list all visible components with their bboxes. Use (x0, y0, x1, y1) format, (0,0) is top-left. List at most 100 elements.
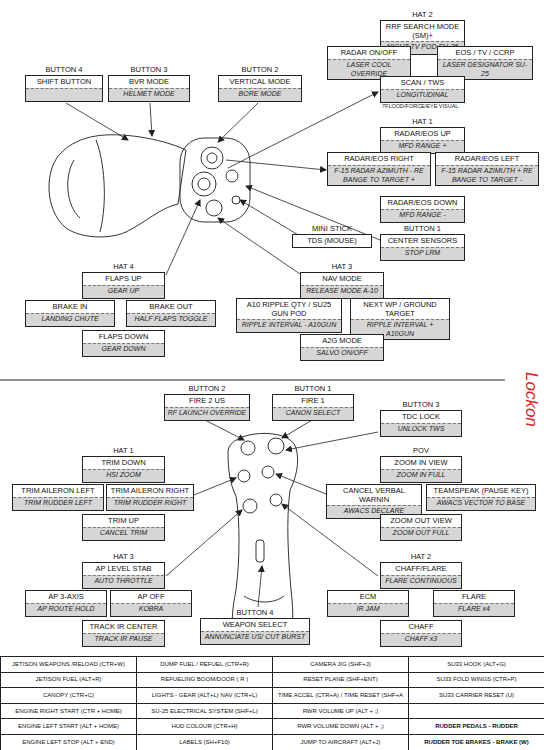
function-box: CHAFF/FLAREFLARE CONTINUOUS (380, 562, 462, 589)
button-label: BUTTON 4 (200, 608, 310, 618)
shift-function: GEAR DOWN (83, 343, 164, 356)
leader-line (66, 103, 128, 140)
control-mapping: BUTTON 4WEAPON SELECTANNUNCIATE US/ CUT … (200, 608, 310, 645)
hat-switch (238, 470, 250, 482)
shortcut-cell: JETISON WEAPONS /RELOAD (CTR+W) (0, 656, 137, 673)
shift-function-empty (26, 88, 102, 101)
trigger (256, 540, 264, 562)
stick-button (268, 438, 284, 454)
function-box: TRIM AILERON LEFTTRIM RUDDER LEFT (12, 484, 104, 511)
control-mapping: TRIM AILERON LEFTTRIM RUDDER LEFT (12, 484, 104, 511)
shortcut-cell (408, 703, 544, 720)
control-mapping: TRACK IR CENTERTRACK IR PAUSE (82, 620, 165, 647)
shortcut-cell: REFUELING BOOM/DOOR ( R ) (136, 672, 273, 689)
button-label: POV (380, 446, 462, 456)
shortcut-text: ENGINE LEFT STOP (ALT + END) (22, 739, 115, 746)
throttle-drawing (49, 135, 250, 237)
control-mapping: TRIM UPCANCEL TRIM (82, 514, 165, 541)
function-box: AP 3-AXISAP ROUTE HOLD (25, 590, 107, 617)
primary-function: RADAR/EOS UP (381, 128, 464, 140)
function-box: BRAKE INLANDING CHUTE (25, 300, 115, 327)
function-box: TDS (MOUSE) (292, 234, 372, 248)
primary-function: TDC LOCK (381, 411, 461, 423)
control-mapping: BUTTON 4SHIFT BUTTON (25, 65, 103, 102)
primary-function: RRF SEARCH MODE (SM)+ (381, 21, 464, 41)
primary-function: FIRE 2 US (165, 395, 249, 407)
shift-function: LANDING CHUTE (26, 313, 114, 326)
shift-function: TRIM RUDDER RIGHT (107, 497, 193, 510)
function-box: TRIM AILERON RIGHTTRIM RUDDER RIGHT (106, 484, 194, 511)
shortcut-text: RWR VOLUME UP (ALT + ;) (303, 708, 379, 715)
shift-function: HELMET MODE (109, 88, 189, 101)
hat-switch (262, 466, 274, 478)
control-mapping: BUTTON 1FIRE 1CANON SELECT (272, 384, 354, 421)
control-mapping: HAT 1TRIM DOWNHSI ZOOM (82, 446, 165, 483)
shortcut-text: CAMERA JIG (SHF+J) (310, 661, 371, 668)
shortcut-cell: DUMP FUEL / REFUEL (CTR+R) (136, 656, 273, 673)
control-mapping: A2G MODESALVO ON/OFF (300, 334, 384, 361)
function-box: RADAR ON/OFFLASER COOL OVERRIDE (327, 46, 411, 80)
shift-function: RF LAUNCH OVERRIDE (165, 407, 249, 420)
section-divider (0, 380, 505, 381)
function-box: TEAMSPEAK (PAUSE KEY)AWACS VECTOR TO BAS… (426, 484, 536, 511)
button-label: HAT 2 (380, 552, 462, 562)
shortcut-cell: ENGINE RIGHT START (CTR + HOME) (0, 703, 137, 720)
button-label: BUTTON 2 (164, 384, 250, 394)
shortcut-cell: LABELS (SH+F10) (136, 734, 273, 750)
shortcut-cell: RUDDER TOE BRAKES - BRAKE (W) (408, 734, 544, 750)
button-label: HAT 4 (82, 262, 165, 272)
function-box: ZOOM OUT VIEWZOOM OUT FULL (380, 514, 462, 541)
control-mapping: MINI STICKTDS (MOUSE) (292, 224, 372, 248)
primary-function: AP LEVEL STAB (83, 563, 164, 575)
hat-switch (207, 153, 217, 163)
primary-function: FLAPS DOWN (83, 331, 164, 343)
shift-function: HSI ZOOM (83, 469, 164, 482)
leader-line (218, 218, 300, 274)
leader-line (150, 103, 152, 136)
control-mapping: BRAKE OUTHALF FLAPS TOGGLE (126, 300, 216, 327)
control-mapping: AP OFFKOBRA (110, 590, 192, 617)
control-mapping: FLAPS DOWNGEAR DOWN (82, 330, 165, 357)
primary-function: ZOOM OUT VIEW (381, 515, 461, 527)
primary-function: TEAMSPEAK (PAUSE KEY) (427, 485, 535, 497)
primary-function: CENTER SENSORS (381, 235, 464, 247)
button-label: BUTTON 2 (218, 65, 302, 75)
shortcut-text: LABELS (SH+F10) (179, 739, 230, 746)
primary-function: SHIFT BUTTON (26, 76, 102, 88)
primary-function: TRACK IR CENTER (83, 621, 164, 633)
leader-line (205, 420, 244, 440)
leader-line (194, 478, 236, 495)
function-box: BVR MODEHELMET MODE (108, 75, 190, 102)
shift-function: TRIM RUDDER LEFT (13, 497, 103, 510)
leader-line (258, 566, 262, 607)
control-mapping: ZOOM OUT VIEWZOOM OUT FULL (380, 514, 462, 541)
function-box: FIRE 2 USRF LAUNCH OVERRIDE (164, 394, 250, 421)
stick-button (241, 441, 255, 455)
function-box: AP OFFKOBRA (110, 590, 192, 617)
hat-switch (198, 178, 210, 190)
shift-function: IR JAM (328, 603, 408, 616)
function-box: A2G MODESALVO ON/OFF (300, 334, 384, 361)
primary-function: TRIM AILERON RIGHT (107, 485, 193, 497)
shift-function: MFD RANGE - (381, 209, 464, 222)
shift-function: CHAFF x3 (381, 633, 461, 646)
hat-switch (243, 499, 257, 513)
shortcut-text: JETISON FUEL (ALT+R) (35, 676, 101, 683)
control-mapping: TEAMSPEAK (PAUSE KEY)AWACS VECTOR TO BAS… (426, 484, 536, 511)
hat-switch (270, 494, 282, 506)
function-box: CENTER SENSORSSTOP LRM (380, 234, 465, 261)
primary-function: A2G MODE (301, 335, 383, 347)
control-mapping: ECMIR JAM (327, 590, 409, 617)
primary-function: BRAKE IN (26, 301, 114, 313)
shortcut-text: ENGINE RIGHT START (CTR + HOME) (15, 708, 122, 715)
button-label: BUTTON 1 (272, 384, 354, 394)
function-box: FLAPS DOWNGEAR DOWN (82, 330, 165, 357)
control-mapping: EOS / TV / CCRPLASER DESIGNATOR SU-25 (437, 46, 533, 80)
control-mapping: SCAN / TWSLONGITUDINAL (380, 76, 465, 103)
shortcut-text: LIGHTS - GEAR (ALT+L) NAV (CTR+L) (152, 692, 257, 699)
primary-function: CANCEL VERBAL WARNIN (327, 485, 421, 505)
function-box: CHAFFCHAFF x3 (380, 620, 462, 647)
shift-function: RELEASE MODE A-10 (301, 285, 383, 298)
function-box: TRIM DOWNHSI ZOOM (82, 456, 165, 483)
